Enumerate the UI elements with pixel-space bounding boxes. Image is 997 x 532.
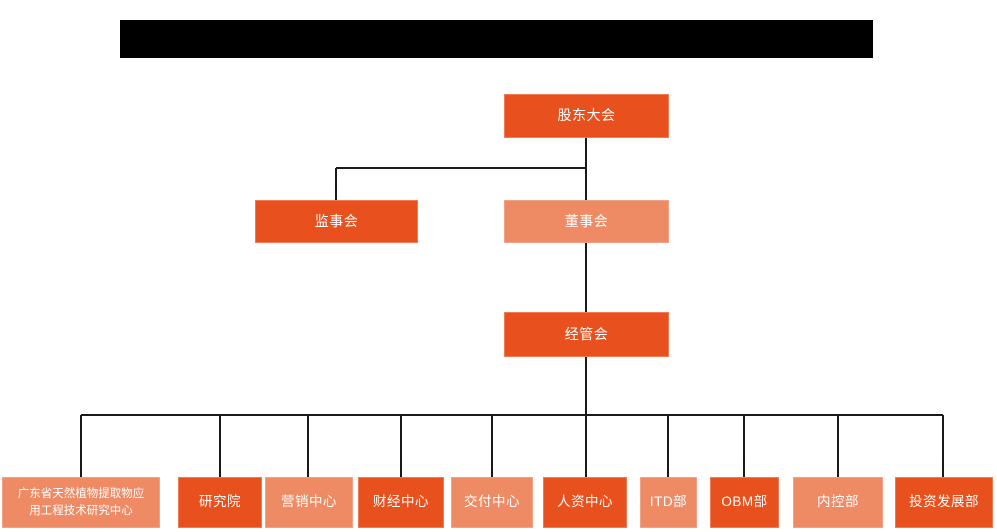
node-label: 董事会 <box>564 212 609 229</box>
node-finance-center[interactable]: 财经中心 <box>358 477 444 528</box>
node-label: 投资发展部 <box>909 494 979 510</box>
node-label: OBM部 <box>721 494 768 510</box>
node-itd-dept[interactable]: ITD部 <box>640 477 697 528</box>
node-shareholders-meeting[interactable]: 股东大会 <box>504 94 669 138</box>
redacted-title-banner <box>120 20 873 58</box>
node-hr-center[interactable]: 人资中心 <box>543 477 627 528</box>
node-label: 交付中心 <box>464 494 520 510</box>
node-label: 股东大会 <box>557 107 616 124</box>
node-management-committee[interactable]: 经管会 <box>504 312 669 357</box>
node-investment-development-dept[interactable]: 投资发展部 <box>895 477 993 528</box>
node-label: 营销中心 <box>281 494 337 510</box>
node-gd-natural-plant-extract-center[interactable]: 广东省天然植物提取物应 用工程技术研究中心 <box>2 477 160 528</box>
node-label: 研究院 <box>199 494 241 510</box>
node-label: 广东省天然植物提取物应 用工程技术研究中心 <box>17 487 145 517</box>
node-label: 财经中心 <box>373 494 429 510</box>
node-label: 经管会 <box>564 325 609 342</box>
node-label: ITD部 <box>649 494 688 510</box>
node-board-of-supervisors[interactable]: 监事会 <box>255 200 418 243</box>
node-delivery-center[interactable]: 交付中心 <box>451 477 533 528</box>
node-internal-control-dept[interactable]: 内控部 <box>793 477 883 528</box>
node-label: 人资中心 <box>557 494 613 510</box>
node-marketing-center[interactable]: 营销中心 <box>265 477 353 528</box>
node-label: 内控部 <box>817 494 859 510</box>
node-label: 监事会 <box>314 212 359 229</box>
node-obm-dept[interactable]: OBM部 <box>710 477 779 528</box>
node-research-institute[interactable]: 研究院 <box>178 477 262 528</box>
node-board-of-directors[interactable]: 董事会 <box>504 200 669 243</box>
